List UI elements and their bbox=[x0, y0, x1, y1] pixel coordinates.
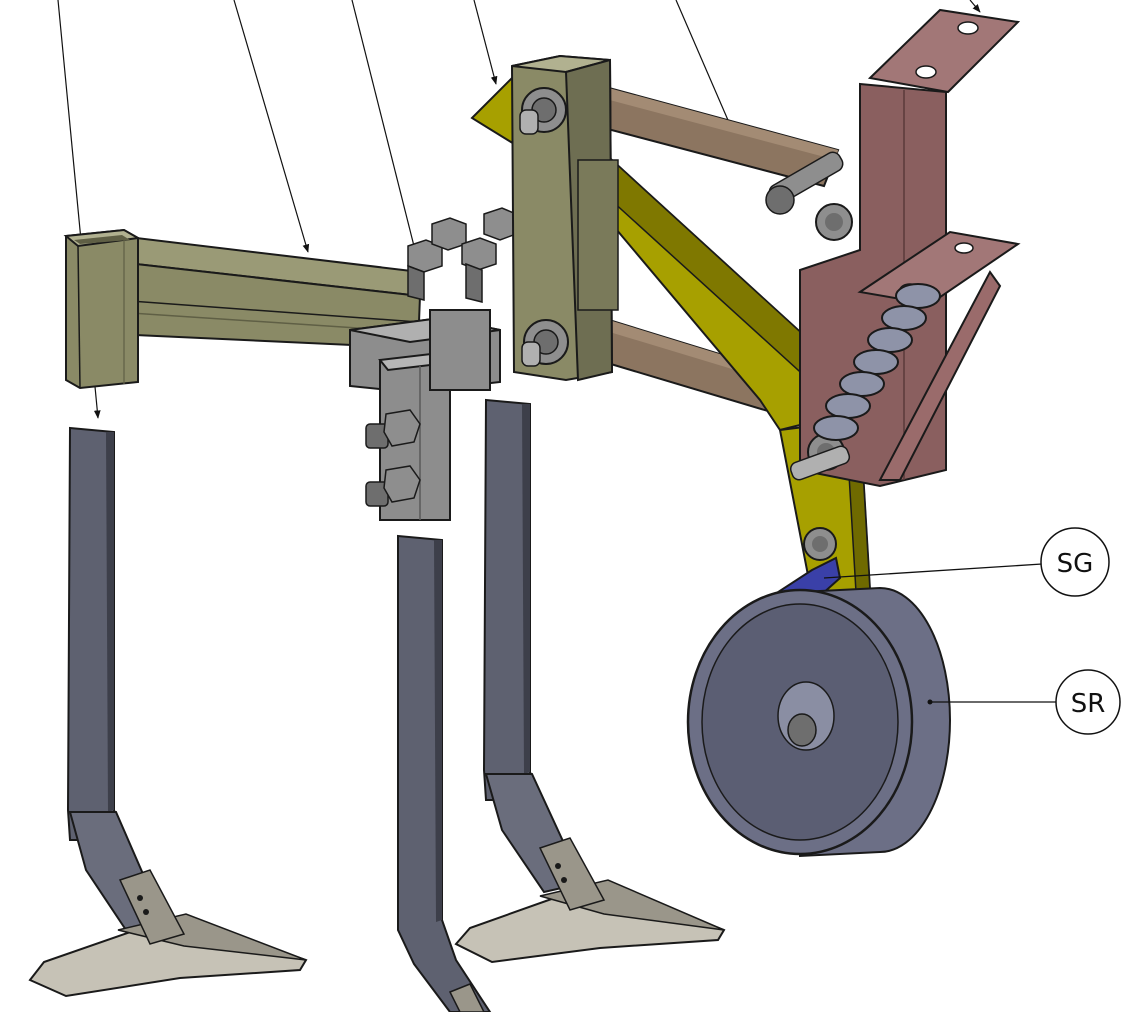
center-clamps bbox=[349, 207, 517, 521]
main-beam bbox=[63, 228, 422, 390]
sweep-middle bbox=[454, 837, 726, 964]
mast-plate bbox=[510, 54, 619, 382]
tine-middle bbox=[482, 398, 590, 894]
balloon-sr-circle bbox=[1055, 669, 1121, 735]
mounting-bracket bbox=[765, 8, 1021, 488]
mast-bolt-lower bbox=[521, 319, 569, 367]
tension-bolt-lower bbox=[789, 445, 851, 481]
balloon-sg-circle bbox=[1040, 527, 1110, 597]
leader-line-bracket bbox=[969, 0, 981, 13]
balloon-sr-label: SR bbox=[1071, 689, 1106, 719]
compression-spring bbox=[813, 283, 941, 441]
balloon-sg: SG bbox=[823, 527, 1110, 597]
sweep-left bbox=[28, 869, 308, 998]
seed-roller bbox=[686, 586, 951, 858]
tension-bolt-upper bbox=[765, 151, 844, 215]
leader-line-link bbox=[675, 0, 735, 135]
tine-left bbox=[66, 426, 172, 932]
leader-line-yellow-arm bbox=[473, 0, 498, 85]
leader-line-beam bbox=[233, 0, 310, 253]
balloon-sr-dot bbox=[927, 699, 933, 705]
bolt-clamp-upper bbox=[365, 409, 421, 449]
balloon-sg-leader bbox=[823, 563, 1043, 579]
balloon-sr: SR bbox=[927, 669, 1121, 735]
leader-line-clamp bbox=[351, 0, 418, 255]
mast-bolt-upper bbox=[519, 87, 567, 135]
balloon-sg-label: SG bbox=[1057, 549, 1094, 579]
bolt-clamp-lower bbox=[365, 465, 421, 507]
top-bolts bbox=[407, 207, 517, 303]
tine-front bbox=[397, 534, 492, 1012]
